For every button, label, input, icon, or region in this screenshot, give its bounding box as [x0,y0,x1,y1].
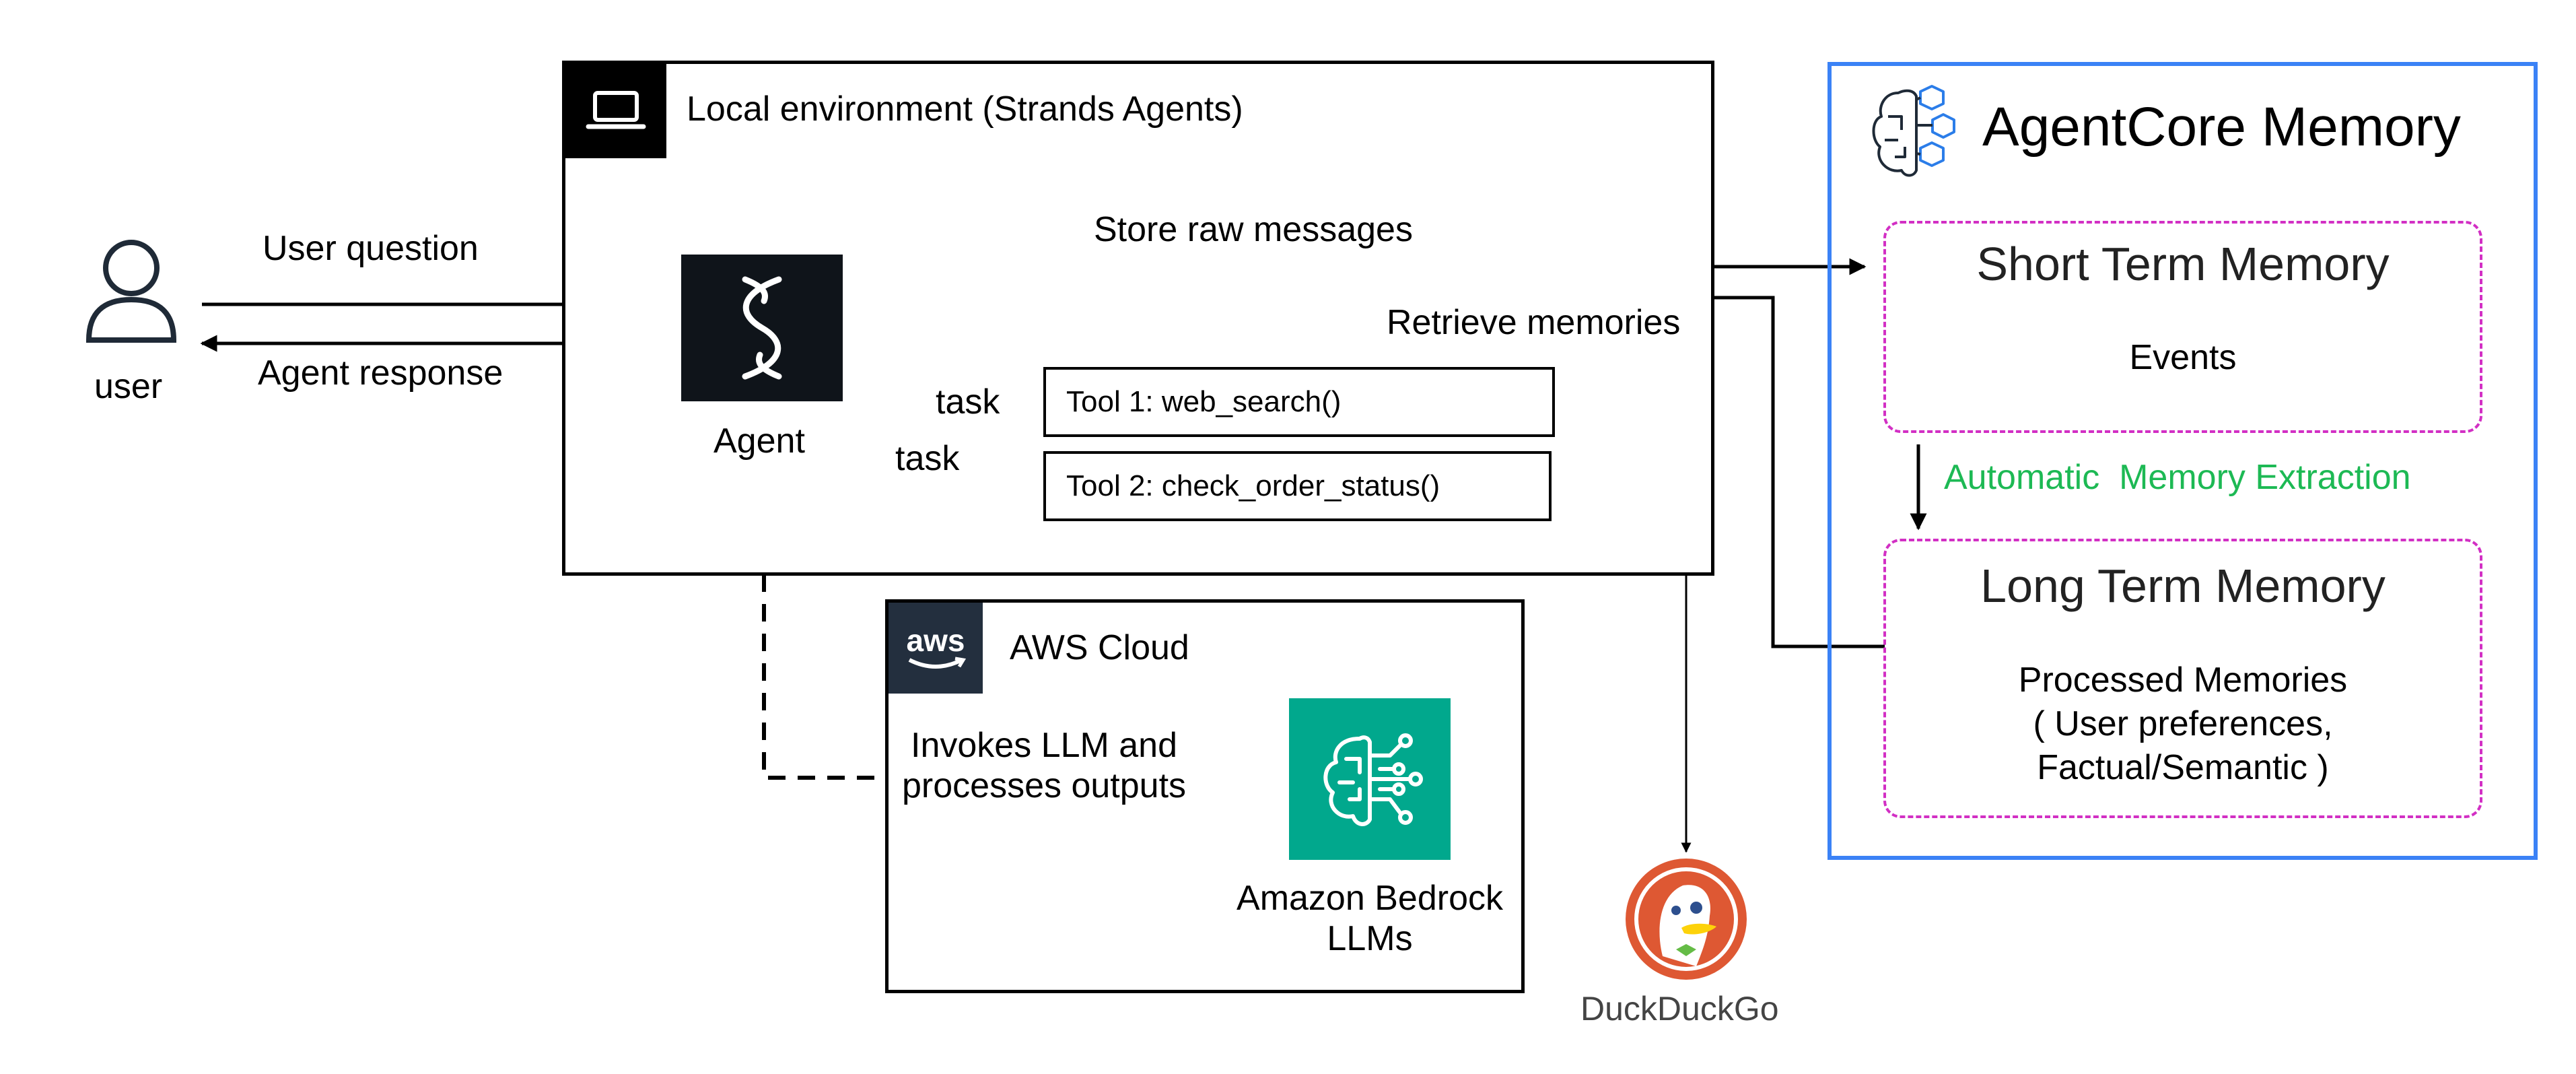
short-term-memory-title: Short Term Memory [1976,238,2390,290]
aws-cloud-title: AWS Cloud [1010,628,1189,667]
duckduckgo-icon[interactable] [1622,855,1750,983]
person-icon [81,236,182,343]
local-environment-title: Local environment (Strands Agents) [687,90,1243,129]
strands-icon[interactable] [681,255,843,401]
agentcore-brain-icon [1868,79,1962,180]
duckduckgo-label: DuckDuckGo [1580,990,1779,1028]
long-term-memory-title: Long Term Memory [1980,560,2386,612]
agentcore-title: AgentCore Memory [1982,96,2461,158]
short-term-memory-box[interactable] [1883,221,2482,433]
agent-label: Agent [713,422,805,461]
long-term-memory-box[interactable] [1883,539,2482,818]
store-raw-label: Store raw messages [1094,210,1413,249]
agent-response-label: Agent response [258,354,503,393]
aws-logo-icon: aws [889,603,983,694]
bedrock-brain-icon[interactable] [1289,698,1451,860]
task-label-2: task [895,439,960,478]
retrieve-memories-label: Retrieve memories [1387,303,1681,342]
user-question-label: User question [263,229,479,268]
agentcore-memory-container [1827,62,2538,860]
invoke-llm-label: Invokes LLM and processes outputs [902,726,1187,807]
invoke-llm-arrow [754,493,1291,788]
tool-check-order-status[interactable]: Tool 2: check_order_status() [1043,451,1552,521]
long-term-memory-body: Processed Memories ( User preferences, F… [2018,661,2348,787]
memory-extraction-label: Automatic Memory Extraction [1944,458,2411,497]
laptop-icon [565,64,666,158]
bedrock-label: Amazon Bedrock LLMs [1237,879,1503,958]
task-label-1: task [936,382,1000,422]
user-label: user [94,367,163,406]
tool-web-search[interactable]: Tool 1: web_search() [1043,367,1555,437]
short-term-memory-body: Events [2129,338,2237,377]
